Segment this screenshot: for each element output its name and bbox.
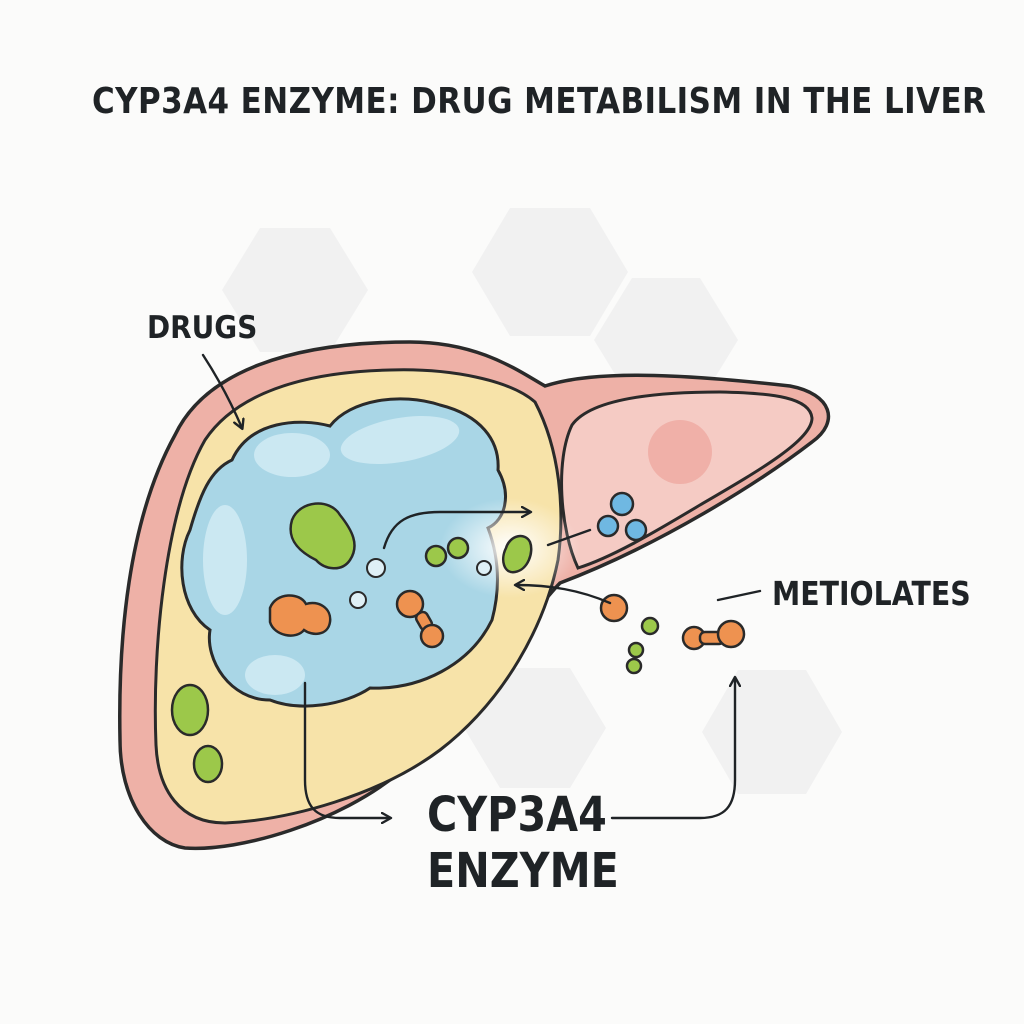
enzyme-arrow-left <box>303 681 390 818</box>
transport-arrow <box>382 512 530 550</box>
exit-line <box>546 528 592 547</box>
metabolite-molecule <box>268 594 332 637</box>
hexagon-shape <box>702 670 842 794</box>
drug-molecule <box>502 534 533 574</box>
enzyme-label-line2: ENZYME <box>427 843 619 899</box>
drug-molecules-lower <box>170 683 224 784</box>
metabolite-molecule <box>681 619 746 651</box>
hexagon-shape <box>472 208 628 336</box>
enzyme-label: CYP3A4 ENZYME <box>427 787 619 899</box>
metabolite-molecule <box>395 589 445 649</box>
drugs-arrow <box>201 353 242 428</box>
metabolites-label: METIOLATES <box>772 574 971 613</box>
drugs-label: DRUGS <box>147 310 258 346</box>
released-metabolites <box>599 593 746 675</box>
metabolite-molecules <box>268 589 445 649</box>
drug-molecule <box>289 502 356 570</box>
blue-molecule <box>596 491 648 542</box>
drug-molecule <box>625 641 645 675</box>
drug-molecule <box>192 744 224 784</box>
drug-molecule <box>640 616 660 636</box>
drug-molecule <box>424 536 470 568</box>
right-lobe-spot <box>648 420 712 484</box>
metabolite-molecule <box>599 593 629 623</box>
background-hexagons <box>222 208 842 794</box>
diagram-title: CYP3A4 ENZYME: DRUG METABILISM IN THE LI… <box>92 81 987 122</box>
drug-molecule <box>170 683 210 737</box>
hexagon-shape <box>464 668 606 788</box>
cell-highlight <box>254 433 330 477</box>
intermediate-circles <box>349 558 492 609</box>
return-arrow <box>516 585 612 605</box>
metabolites-pointer <box>716 589 762 602</box>
enzyme-arrow-right <box>610 678 735 820</box>
drug-molecules <box>289 502 533 574</box>
enzyme-label-line1: CYP3A4 <box>427 787 607 843</box>
cell-highlight <box>245 655 305 695</box>
cell-highlight <box>340 415 460 465</box>
hexagon-shape <box>594 278 738 402</box>
arrows <box>201 353 762 820</box>
cell-highlight <box>203 505 247 615</box>
hexagon-shape <box>222 228 368 352</box>
